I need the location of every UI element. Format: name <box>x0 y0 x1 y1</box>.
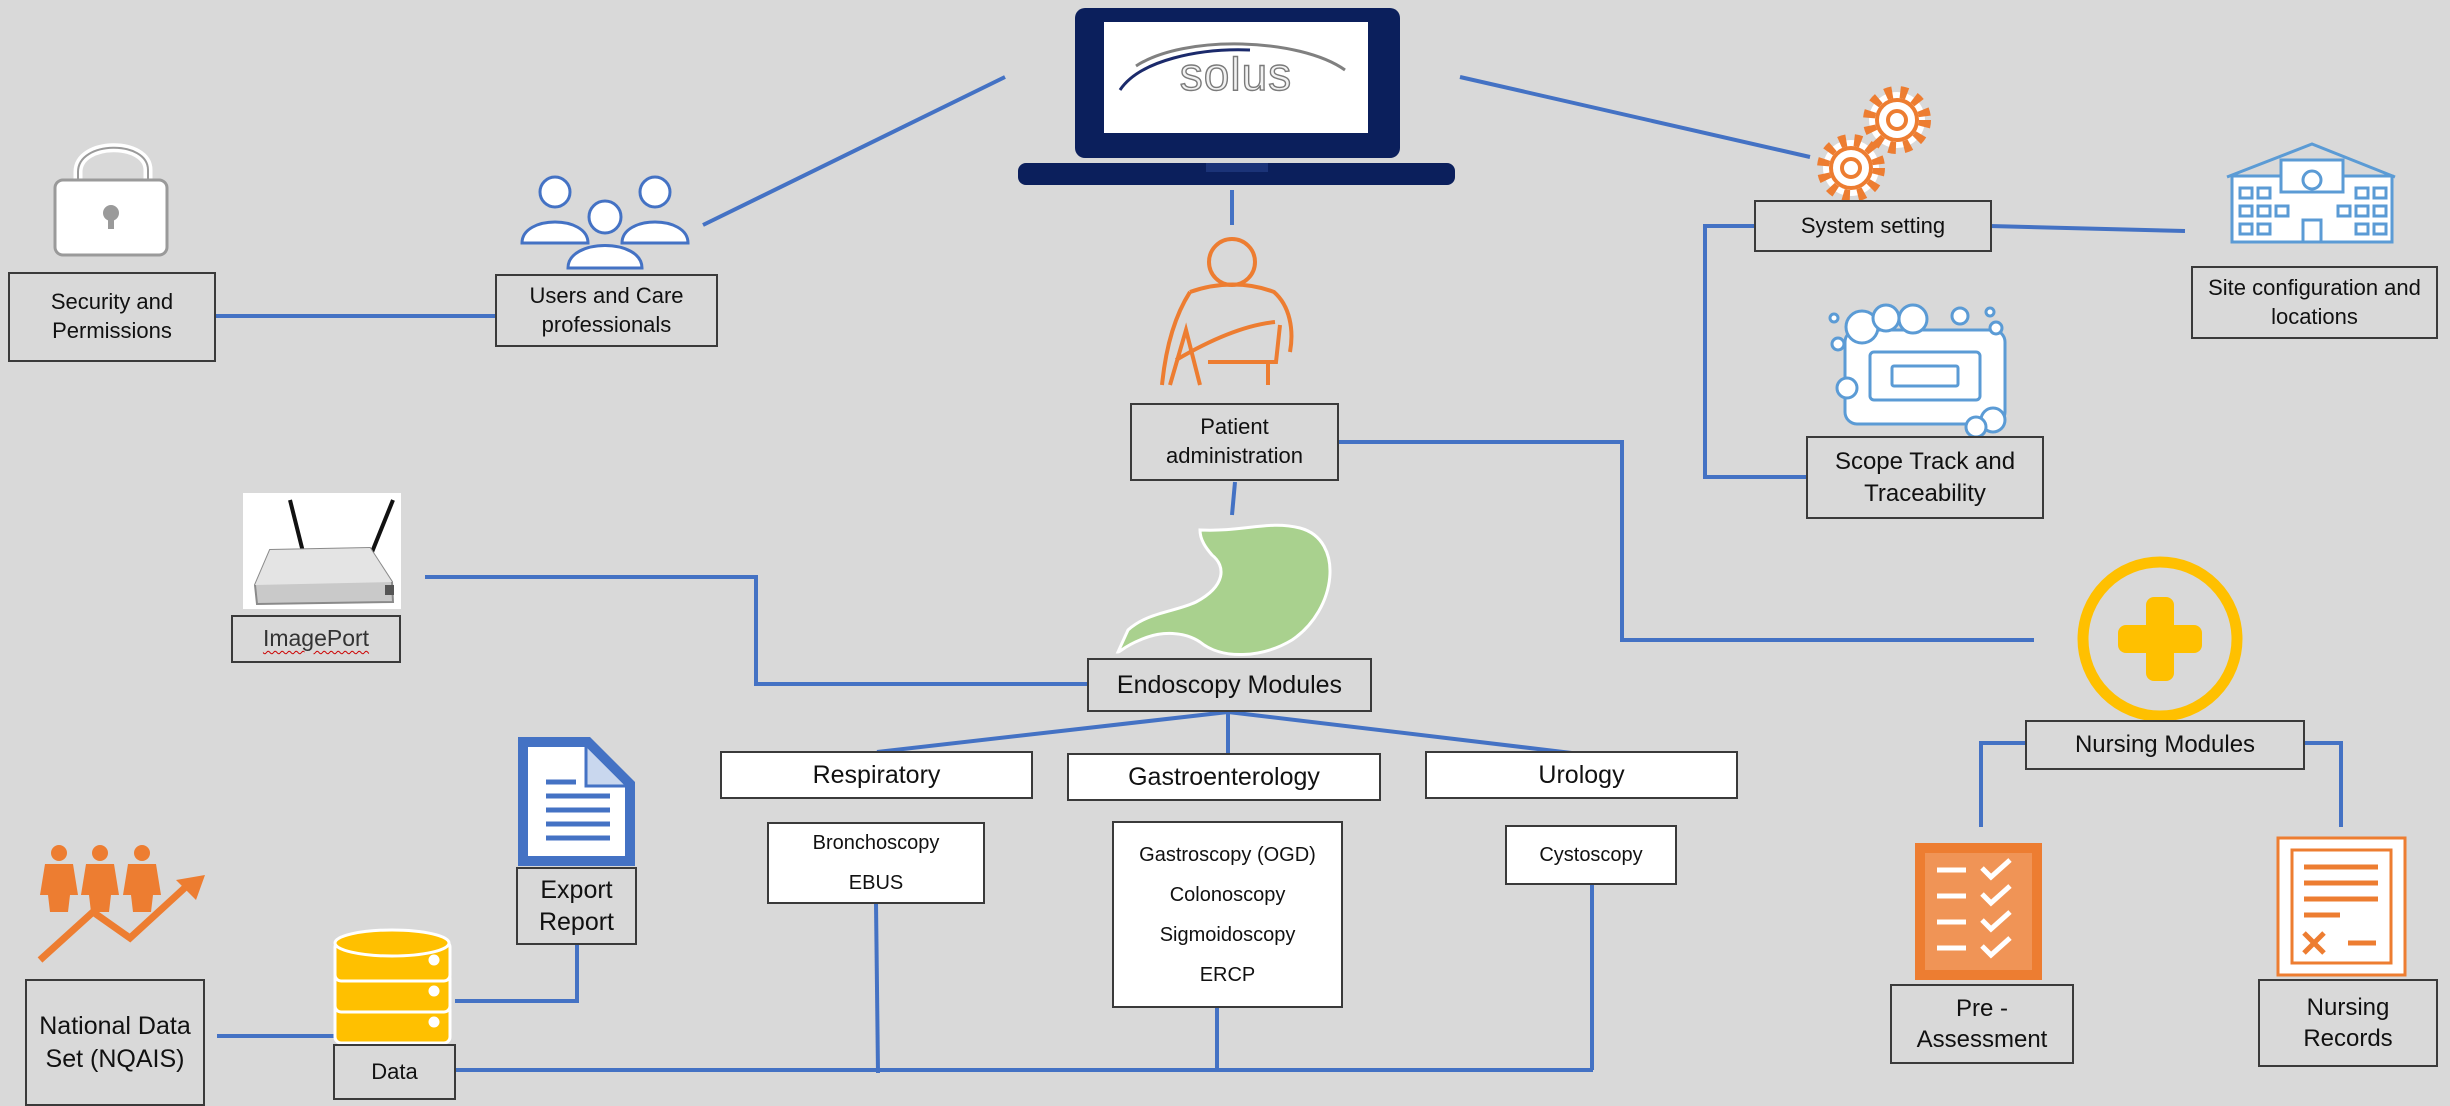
imageport-box: ImagePort <box>231 615 401 663</box>
nursing-records-box: Nursing Records <box>2258 979 2438 1067</box>
patient-administration-label: Patient administration <box>1166 414 1303 468</box>
respiratory-procedures-list: Bronchoscopy EBUS <box>767 822 985 904</box>
urology-label: Urology <box>1538 760 1625 789</box>
national-data-set-box: National Data Set (NQAIS) <box>25 979 205 1106</box>
nursing-modules-box: Nursing Modules <box>2025 720 2305 770</box>
procedure-item: Colonoscopy <box>1169 883 1286 906</box>
procedure-item: Sigmoidoscopy <box>1159 923 1296 946</box>
laptop-icon: solus <box>1018 8 1455 185</box>
line-nursing-records <box>2304 741 2343 827</box>
document-icon <box>518 737 635 866</box>
security-permissions-box: Security and Permissions <box>8 272 216 362</box>
scope-track-label: Scope Track and Traceability <box>1834 448 2016 507</box>
site-configuration-box: Site configuration and locations <box>2191 266 2438 339</box>
respiratory-label: Respiratory <box>812 760 941 789</box>
patient-icon <box>1160 237 1294 386</box>
nursing-records-label: Nursing Records <box>2303 993 2393 1052</box>
line-users-laptop <box>702 75 1006 227</box>
data-label: Data <box>371 1058 418 1084</box>
line-endo-respiratory <box>876 710 1229 754</box>
gastroenterology-label: Gastroenterology <box>1128 762 1320 791</box>
line-settings-scope <box>1703 224 1808 479</box>
line-data-export <box>455 943 579 1003</box>
procedure-item: Bronchoscopy <box>812 832 940 854</box>
procedure-item: ERCP <box>1199 963 1256 986</box>
urology-procedures-list: Cystoscopy <box>1505 825 1677 885</box>
gastroenterology-procedures-list: Gastroscopy (OGD) Colonoscopy Sigmoidosc… <box>1112 821 1343 1008</box>
solus-logo-text: solus <box>1180 48 1292 100</box>
line-bus-respiratory <box>874 902 880 1074</box>
padlock-icon <box>53 143 169 257</box>
procedure-item: EBUS <box>848 872 904 894</box>
users-group-icon <box>520 175 690 270</box>
urology-box: Urology <box>1425 751 1738 799</box>
imageport-device-icon <box>243 493 401 609</box>
users-care-label: Users and Care professionals <box>529 282 684 337</box>
stomach-icon <box>1115 523 1332 657</box>
site-configuration-label: Site configuration and locations <box>2208 274 2421 329</box>
system-setting-label: System setting <box>1800 212 1946 238</box>
people-trend-icon <box>37 845 205 963</box>
gastroenterology-box: Gastroenterology <box>1067 753 1381 801</box>
scope-track-box: Scope Track and Traceability <box>1806 436 2044 519</box>
data-box: Data <box>333 1044 456 1100</box>
national-data-set-label: National Data Set (NQAIS) <box>39 1012 191 1073</box>
system-setting-box: System setting <box>1754 200 1992 252</box>
export-report-box: Export Report <box>516 867 637 945</box>
line-laptop-settings <box>1459 75 1811 159</box>
users-care-box: Users and Care professionals <box>495 274 718 347</box>
line-settings-site <box>1989 224 2186 233</box>
line-patient-nursing <box>1339 440 2034 642</box>
line-nursing-preassess <box>1979 741 2027 827</box>
nursing-modules-label: Nursing Modules <box>2074 731 2256 759</box>
imageport-label: ImagePort <box>262 625 370 652</box>
scope-cleaning-icon <box>1828 303 2007 439</box>
gears-icon <box>1817 86 1931 202</box>
records-form-icon <box>2276 836 2407 977</box>
security-permissions-label: Security and Permissions <box>50 289 174 343</box>
export-report-label: Export Report <box>538 875 615 937</box>
procedure-item: Cystoscopy <box>1539 844 1643 866</box>
endoscopy-modules-box: Endoscopy Modules <box>1087 658 1372 712</box>
database-icon <box>333 928 452 1045</box>
line-endo-urology <box>1227 710 1581 756</box>
endoscopy-modules-label: Endoscopy Modules <box>1116 670 1343 699</box>
pre-assessment-label: Pre - Assessment <box>1916 994 2048 1053</box>
line-imageport-endoscopy <box>425 575 1088 686</box>
respiratory-box: Respiratory <box>720 751 1033 799</box>
procedure-item: Gastroscopy (OGD) <box>1139 843 1316 866</box>
nursing-plus-icon <box>2077 556 2243 722</box>
patient-administration-box: Patient administration <box>1130 403 1339 481</box>
line-patient-stomach <box>1230 481 1237 516</box>
pre-assessment-box: Pre - Assessment <box>1890 984 2074 1064</box>
hospital-building-icon <box>2226 142 2396 244</box>
checklist-icon <box>1915 843 2042 980</box>
